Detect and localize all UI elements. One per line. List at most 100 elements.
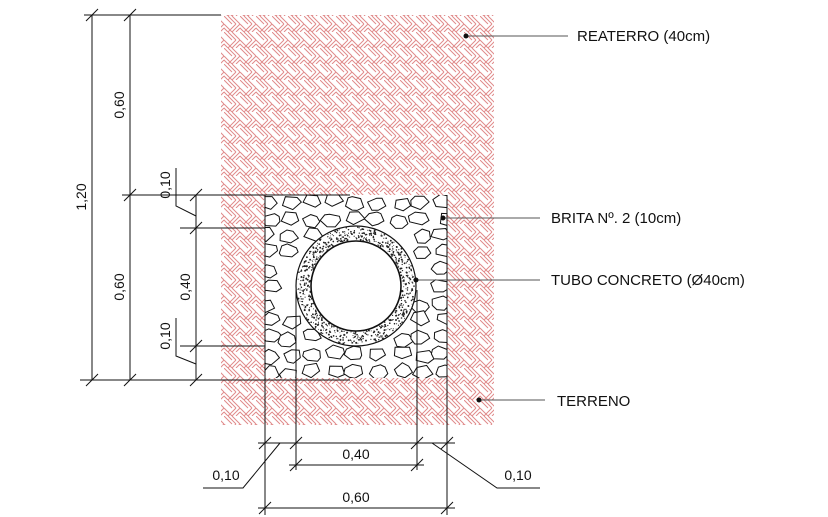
concrete-speck [341, 236, 343, 238]
concrete-speck [347, 228, 350, 231]
concrete-speck [317, 317, 320, 320]
concrete-speck [380, 335, 382, 337]
concrete-speck [413, 285, 415, 287]
concrete-speck [303, 275, 305, 277]
concrete-speck [319, 255, 322, 257]
concrete-speck [311, 298, 312, 300]
concrete-speck [332, 335, 335, 337]
concrete-speck [409, 267, 411, 270]
concrete-speck [380, 336, 382, 338]
concrete-texture [297, 226, 416, 345]
concrete-speck [336, 337, 338, 339]
concrete-speck [407, 258, 410, 261]
concrete-speck [405, 283, 407, 286]
concrete-speck [398, 253, 400, 255]
concrete-speck [322, 329, 324, 331]
gravel-stone [281, 196, 303, 211]
concrete-speck [328, 237, 330, 239]
concrete-speck [393, 322, 396, 325]
concrete-speck [366, 331, 368, 332]
concrete-speck [342, 336, 344, 339]
concrete-speck [299, 291, 302, 294]
concrete-speck [309, 250, 312, 253]
concrete-speck [407, 305, 410, 307]
concrete-speck [357, 342, 359, 344]
concrete-speck [308, 267, 310, 269]
concrete-speck [306, 313, 308, 316]
concrete-speck [402, 260, 404, 262]
concrete-speck [370, 334, 373, 337]
concrete-speck [310, 269, 313, 271]
concrete-speck [381, 241, 384, 244]
concrete-speck [308, 307, 311, 309]
gravel-stone [410, 329, 431, 345]
concrete-speck [342, 330, 344, 332]
concrete-speck [313, 308, 315, 310]
concrete-speck [406, 289, 409, 291]
concrete-speck [402, 275, 404, 277]
concrete-speck [345, 237, 348, 240]
concrete-speck [401, 290, 404, 293]
concrete-speck [314, 259, 316, 261]
dim-total-depth: 1,20 [73, 183, 89, 210]
concrete-speck [399, 304, 401, 306]
concrete-speck [375, 334, 377, 336]
concrete-speck [367, 240, 369, 242]
concrete-speck [317, 323, 320, 326]
concrete-speck [387, 318, 389, 320]
concrete-speck [309, 258, 312, 261]
concrete-speck [300, 298, 302, 300]
concrete-speck [359, 238, 362, 241]
concrete-speck [356, 333, 358, 336]
concrete-speck [408, 263, 410, 265]
gravel-stone [368, 364, 389, 378]
concrete-speck [381, 325, 384, 327]
concrete-speck [392, 329, 394, 332]
concrete-pipe-bore [310, 240, 402, 332]
concrete-speck [408, 271, 410, 273]
concrete-speck [329, 235, 331, 237]
concrete-speck [365, 339, 367, 342]
concrete-speck [361, 341, 363, 343]
concrete-speck [364, 332, 367, 335]
concrete-speck [373, 240, 375, 242]
concrete-speck [346, 239, 349, 241]
concrete-speck [395, 249, 398, 251]
concrete-speck [317, 321, 319, 323]
concrete-speck [381, 325, 382, 327]
concrete-speck [405, 274, 408, 277]
concrete-speck [374, 338, 376, 340]
concrete-speck [319, 251, 321, 254]
concrete-speck [338, 238, 339, 240]
concrete-speck [303, 284, 306, 286]
concrete-speck [312, 266, 314, 268]
concrete-speck [337, 341, 340, 343]
concrete-speck [378, 336, 380, 338]
concrete-speck [323, 242, 326, 244]
concrete-speck [322, 326, 324, 328]
concrete-speck [385, 237, 388, 239]
concrete-speck [302, 276, 305, 279]
concrete-speck [374, 233, 377, 236]
concrete-speck [403, 286, 405, 288]
concrete-speck [310, 250, 312, 252]
concrete-speck [402, 295, 404, 297]
concrete-speck [364, 234, 367, 236]
concrete-speck [380, 235, 383, 237]
concrete-speck [390, 327, 392, 330]
concrete-speck [389, 328, 391, 331]
concrete-speck [314, 327, 316, 329]
concrete-speck [333, 330, 336, 332]
callout-reaterro: REATERRO (40cm) [463, 28, 710, 45]
gravel-stone [393, 362, 414, 378]
concrete-speck [395, 319, 397, 321]
concrete-speck [309, 321, 311, 324]
concrete-speck [395, 328, 397, 330]
concrete-speck [337, 338, 339, 340]
concrete-speck [355, 238, 358, 240]
concrete-speck [401, 306, 404, 308]
concrete-speck [351, 341, 354, 344]
concrete-speck [363, 237, 365, 239]
dim-lower-depth: 0,60 [111, 273, 127, 300]
